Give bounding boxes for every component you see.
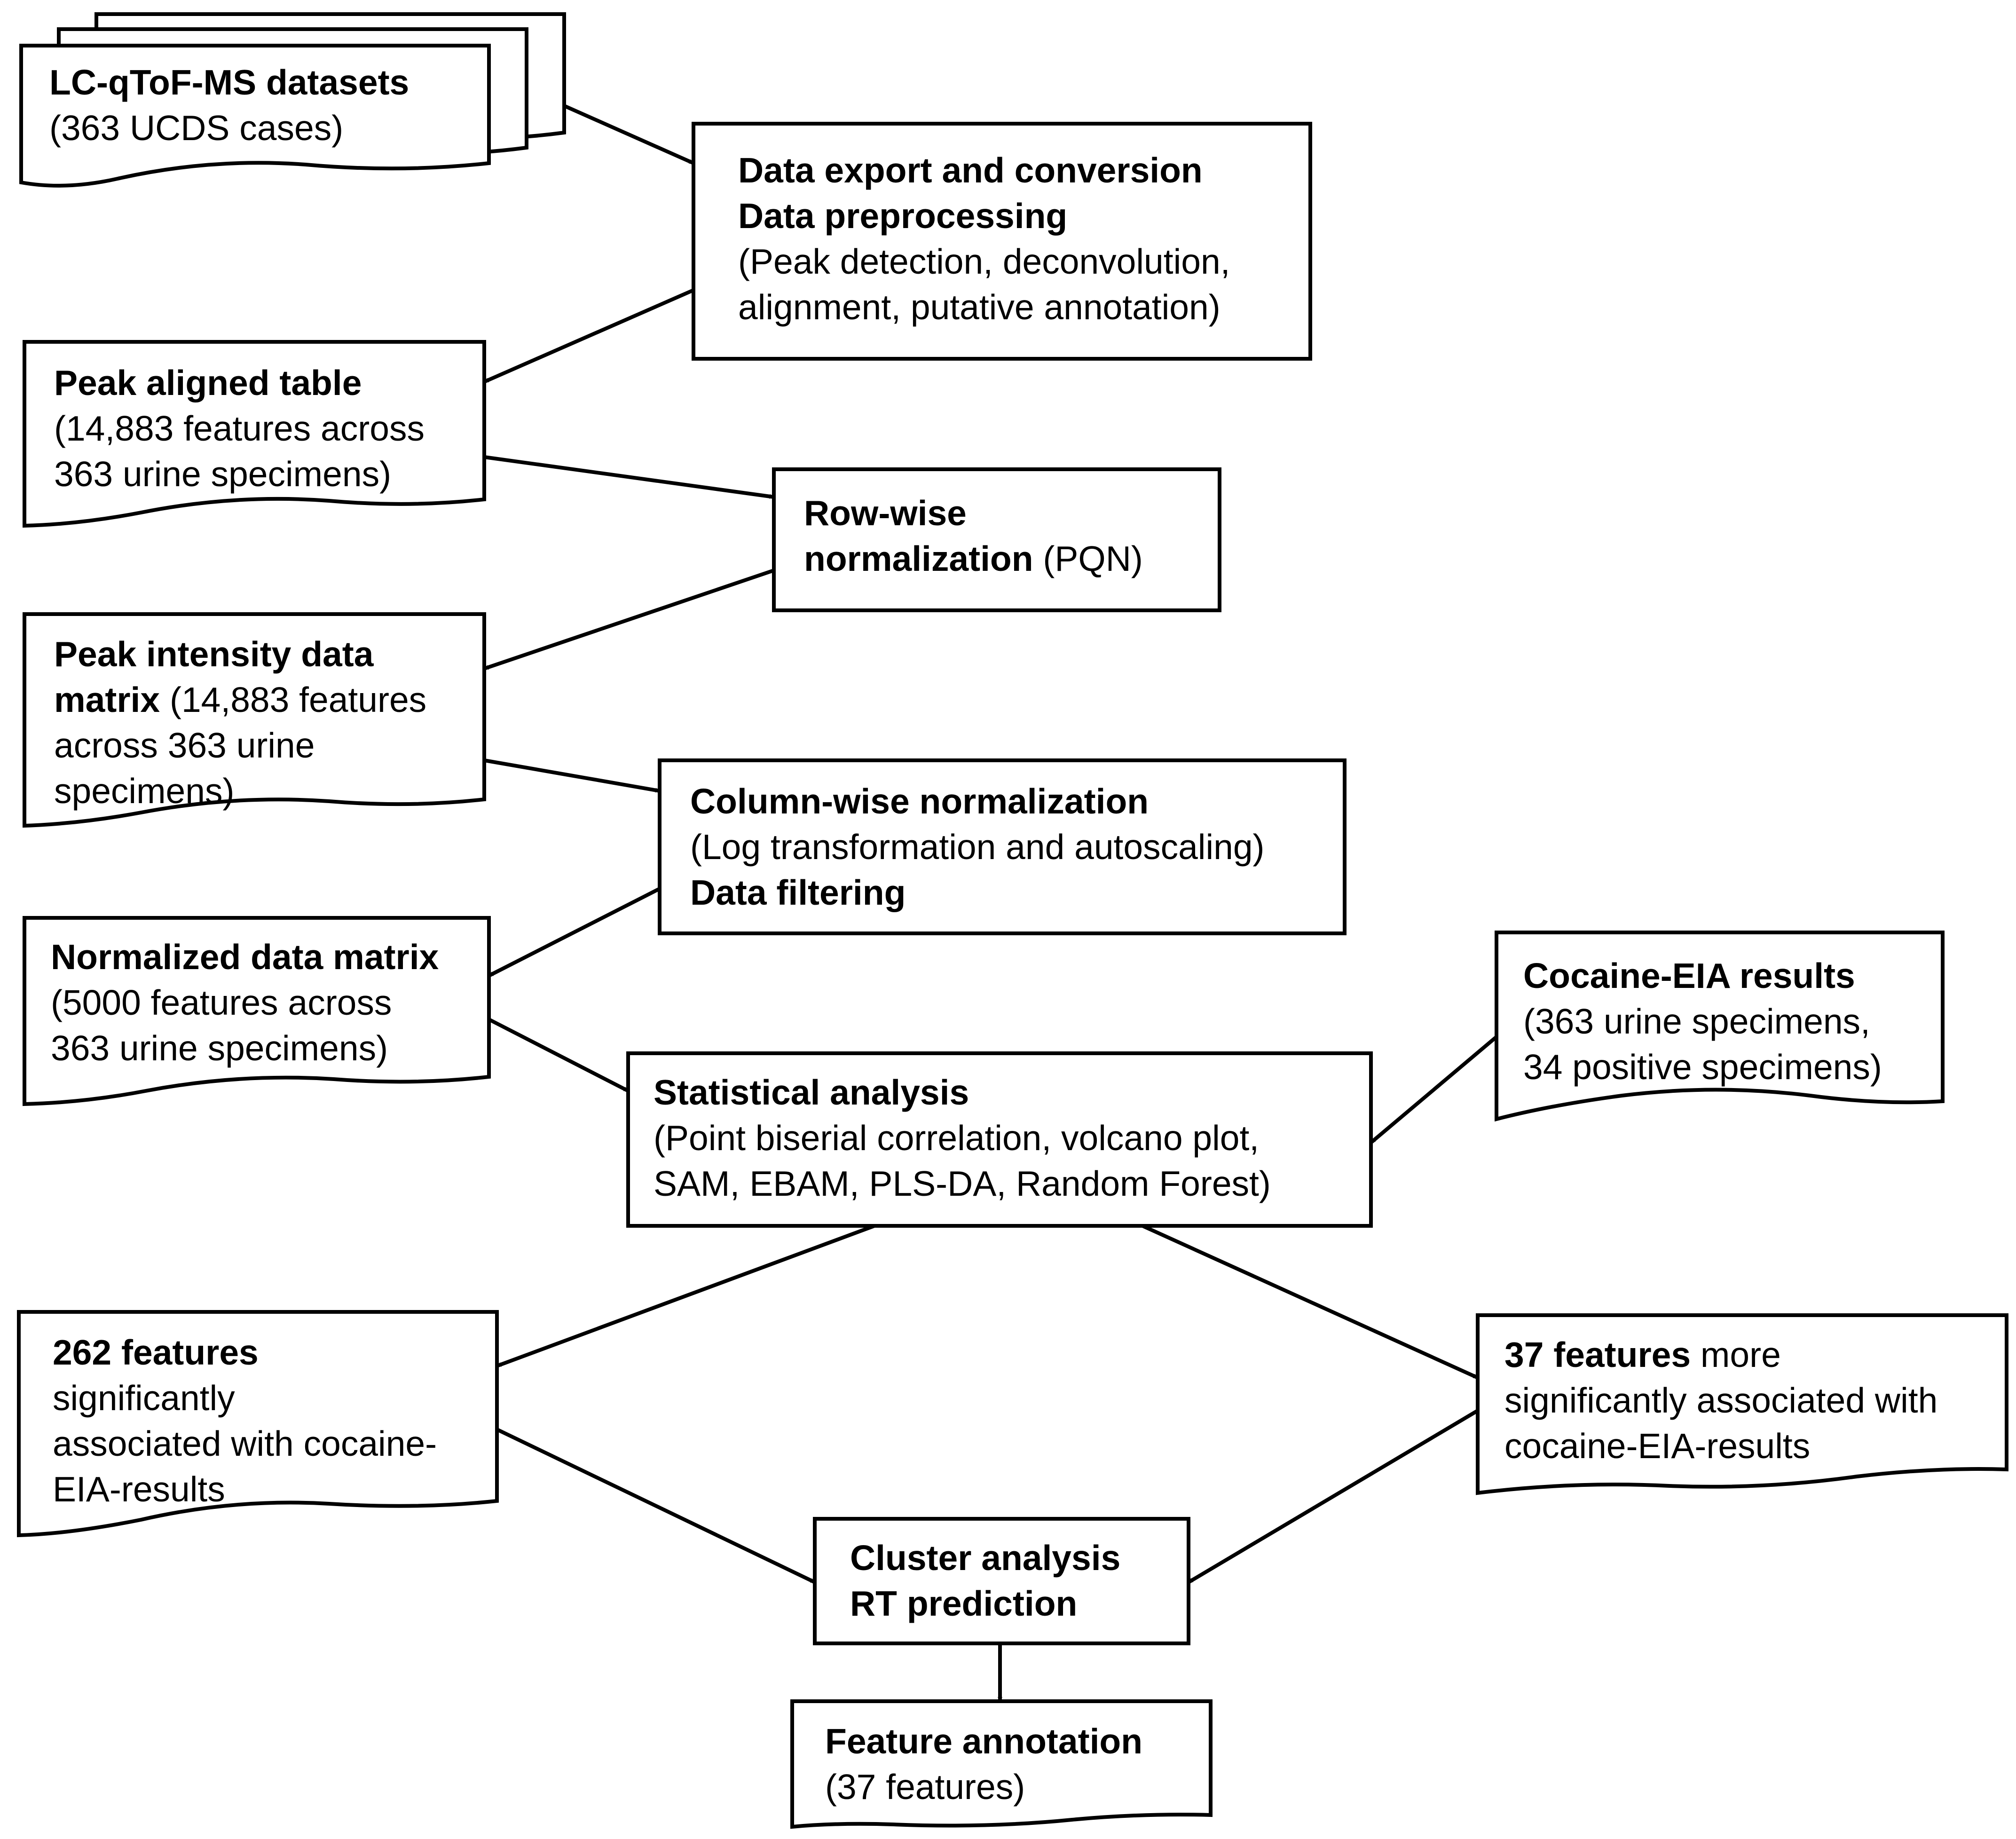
features-37-title: 37 features	[1504, 1335, 1691, 1374]
rowwise-label: Row-wise normalization (PQN)	[804, 490, 1143, 582]
arrow-peak-aligned-to-rowwise	[484, 455, 774, 499]
peak-aligned-detail-2: 363 urine specimens)	[54, 454, 392, 494]
peak-intensity-detail-1: (14,883 features	[160, 680, 427, 719]
feature-annotation-document	[790, 1699, 1213, 1829]
columnwise-title: Column-wise normalization	[690, 781, 1149, 821]
columnwise-detail: (Log transformation and autoscaling)	[690, 827, 1265, 867]
arrow-peak-intensity-to-columnwise	[484, 758, 660, 793]
arrow-rowwise-to-peak-intensity	[483, 568, 775, 671]
data-preprocessing-title: Data preprocessing	[738, 196, 1068, 236]
peak-intensity-detail-3: specimens)	[54, 771, 235, 811]
arrow-columnwise-to-normalized	[488, 887, 661, 978]
statistical-title: Statistical analysis	[654, 1073, 969, 1112]
peak-intensity-matrix-word: matrix	[54, 680, 160, 719]
normalized-title: Normalized data matrix	[51, 937, 439, 977]
rowwise-normalization-process-box	[772, 467, 1221, 612]
cocaine-eia-label: Cocaine-EIA results (363 urine specimens…	[1523, 953, 1882, 1090]
features-262-title: 262 features	[53, 1333, 259, 1372]
arrow-export-to-peak-aligned	[483, 288, 694, 384]
features-37-document	[1476, 1313, 2008, 1495]
peak-intensity-label: Peak intensity data matrix (14,883 featu…	[54, 631, 426, 814]
peak-aligned-title: Peak aligned table	[54, 363, 362, 403]
statistical-label: Statistical analysis (Point biserial cor…	[654, 1070, 1271, 1207]
peak-intensity-matrix-document	[23, 612, 486, 828]
statistical-detail-1: (Point biserial correlation, volcano plo…	[654, 1118, 1260, 1158]
features-37-detail-1: significantly associated with	[1504, 1381, 1938, 1420]
lcms-datasets-document-stack	[19, 12, 566, 188]
features-262-detail-2: associated with cocaine-	[53, 1424, 437, 1463]
columnwise-label: Column-wise normalization (Log transform…	[690, 779, 1265, 916]
normalized-label: Normalized data matrix (5000 features ac…	[51, 934, 439, 1071]
annotation-title: Feature annotation	[825, 1721, 1143, 1761]
features-262-label: 262 features significantly associated wi…	[53, 1330, 437, 1512]
cluster-title: Cluster analysis	[850, 1538, 1121, 1578]
rt-prediction-title: RT prediction	[850, 1584, 1078, 1623]
peak-aligned-detail-1: (14,883 features across	[54, 409, 425, 448]
annotation-detail: (37 features)	[825, 1767, 1025, 1807]
arrow-statistical-to-features-37	[1142, 1224, 1479, 1380]
lcms-detail: (363 UCDS cases)	[49, 108, 344, 148]
arrow-normalized-to-statistical	[488, 1018, 629, 1093]
features-262-detail-3: EIA-results	[53, 1469, 225, 1509]
features-37-label: 37 features more significantly associate…	[1504, 1332, 1937, 1469]
data-export-process-box	[692, 122, 1312, 361]
data-export-label: Data export and conversion Data preproce…	[738, 148, 1230, 330]
normalized-detail-2: 363 urine specimens)	[51, 1028, 388, 1068]
peak-intensity-title: Peak intensity data	[54, 634, 374, 674]
rowwise-normalization-word: normalization	[804, 539, 1033, 578]
annotation-label: Feature annotation (37 features)	[825, 1719, 1142, 1810]
features-37-detail-2: cocaine-EIA-results	[1504, 1426, 1811, 1466]
columnwise-normalization-process-box	[658, 758, 1347, 935]
normalized-detail-1: (5000 features across	[51, 983, 392, 1022]
lcms-document-front	[19, 44, 491, 188]
data-export-detail-2: alignment, putative annotation)	[738, 287, 1221, 327]
rowwise-pqn: (PQN)	[1033, 539, 1143, 578]
peak-aligned-label: Peak aligned table (14,883 features acro…	[54, 360, 425, 497]
arrow-features-262-to-cluster	[496, 1428, 816, 1584]
arrow-features-37-to-cluster	[1187, 1409, 1479, 1584]
rowwise-title: Row-wise	[804, 493, 967, 533]
features-262-detail-1: significantly	[53, 1378, 235, 1418]
cocaine-eia-detail-2: 34 positive specimens)	[1523, 1047, 1882, 1087]
statistical-analysis-process-box	[626, 1051, 1373, 1228]
features-262-document	[17, 1310, 499, 1538]
lcms-datasets-label: LC-qToF-MS datasets (363 UCDS cases)	[49, 60, 409, 151]
arrow-cocaine-eia-to-statistical	[1370, 1035, 1498, 1144]
data-export-detail-1: (Peak detection, deconvolution,	[738, 242, 1230, 281]
cluster-label: Cluster analysis RT prediction	[850, 1535, 1120, 1626]
normalized-matrix-document	[23, 916, 491, 1106]
features-37-more: more	[1691, 1335, 1781, 1374]
cocaine-eia-detail-1: (363 urine specimens,	[1523, 1002, 1870, 1041]
cocaine-eia-results-document	[1495, 931, 1945, 1122]
lcms-title: LC-qToF-MS datasets	[49, 63, 410, 102]
arrow-statistical-to-features-262	[496, 1224, 875, 1368]
peak-intensity-detail-2: across 363 urine	[54, 726, 315, 765]
cocaine-eia-title: Cocaine-EIA results	[1523, 956, 1855, 995]
statistical-detail-2: SAM, EBAM, PLS-DA, Random Forest)	[654, 1164, 1271, 1203]
data-export-title: Data export and conversion	[738, 150, 1203, 190]
data-filtering-title: Data filtering	[690, 873, 906, 912]
arrow-lcms-to-export	[563, 104, 694, 165]
peak-aligned-table-document	[23, 340, 486, 528]
